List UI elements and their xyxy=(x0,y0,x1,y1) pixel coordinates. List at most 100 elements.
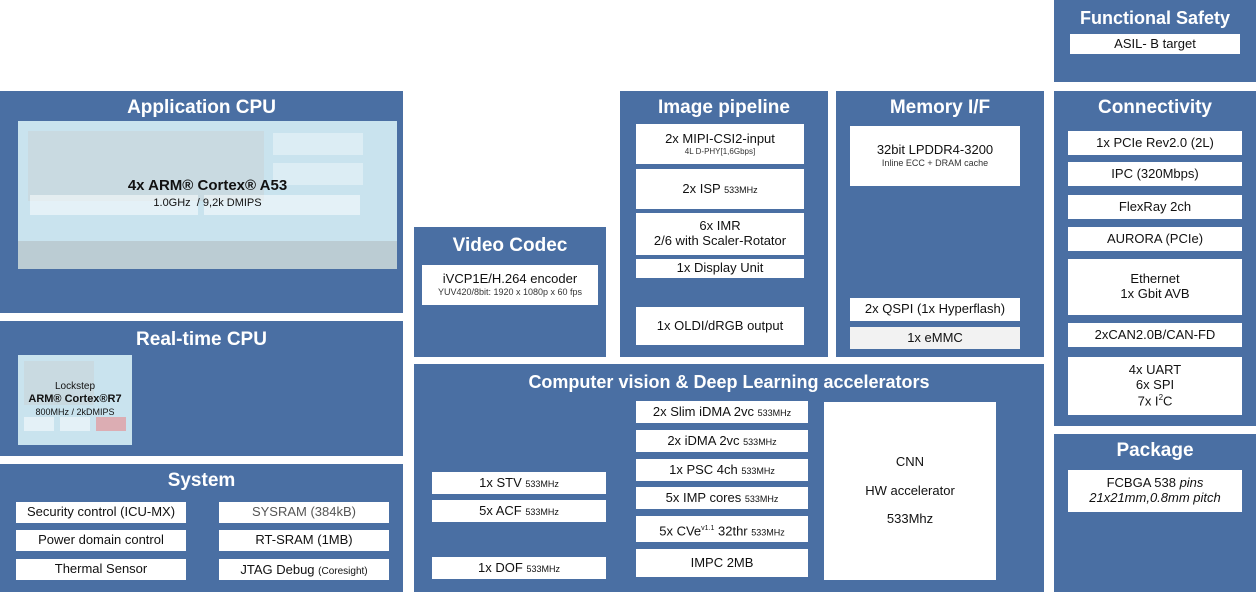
image-pipeline-title: Image pipeline xyxy=(658,97,790,118)
idma-box: 2x iDMA 2vc 533MHz xyxy=(636,430,808,452)
l1-cache-shade xyxy=(30,195,198,215)
h264-encoder-label: iVCP1E/H.264 encoder xyxy=(442,271,578,287)
r7-cache-shade-2 xyxy=(60,417,90,431)
psc-label: 1x PSC 4ch xyxy=(669,462,742,477)
cortex-a53-spec: 1.0GHz / 9,2k DMIPS xyxy=(153,197,262,209)
dof-box: 1x DOF 533MHz xyxy=(432,557,606,579)
stv-box: 1x STV 533MHz xyxy=(432,472,606,494)
system-title: System xyxy=(167,470,236,491)
imr-scaler-label: 2/6 with Scaler-Rotator xyxy=(653,233,787,248)
lockstep-label: Lockstep xyxy=(54,381,96,392)
mipi-csi2-label: 2x MIPI-CSI2-input xyxy=(665,130,775,146)
neon-shade xyxy=(273,133,363,155)
application-cpu-panel: Application CPU 4x ARM® Cortex® A53 1.0G… xyxy=(0,91,403,313)
emmc-box: 1x eMMC xyxy=(850,327,1020,349)
ethernet-box: Ethernet 1x Gbit AVB xyxy=(1068,259,1242,315)
package-box: FCBGA 538 pins 21x21mm,0.8mm pitch xyxy=(1068,470,1242,512)
stv-freq: 533MHz xyxy=(525,479,559,489)
h264-encoder-spec: YUV420/8bit: 1920 x 1080p x 60 fps xyxy=(437,287,583,298)
cortex-a53-block: 4x ARM® Cortex® A53 1.0GHz / 9,2k DMIPS xyxy=(18,121,397,269)
realtime-cpu-title: Real-time CPU xyxy=(136,329,267,350)
jtag-label: JTAG Debug xyxy=(240,562,319,577)
uart-label: 4x UART xyxy=(1128,361,1182,377)
functional-safety-title: Functional Safety xyxy=(1079,8,1231,28)
imr-label: 6x IMR xyxy=(699,218,741,234)
coresight-label: (Coresight) xyxy=(318,566,368,577)
cnn-accelerator-box: CNN HW accelerator 533Mhz xyxy=(824,402,996,580)
gbit-avb-label: 1x Gbit AVB xyxy=(1120,286,1190,301)
rt-sram-label: RT-SRAM (1MB) xyxy=(255,532,353,548)
ethernet-label: Ethernet xyxy=(1130,271,1180,287)
memory-if-title: Memory I/F xyxy=(889,97,991,118)
cortex-r7-block: Lockstep ARM® Cortex®R7 800MHz / 2kDMIPS xyxy=(18,355,132,445)
imp-cores-box: 5x IMP cores 533MHz xyxy=(636,487,808,509)
cve-version: v1.1 xyxy=(701,525,715,532)
dof-label: 1x DOF xyxy=(478,560,527,575)
impc-box: IMPC 2MB xyxy=(636,549,808,577)
mipi-csi2-box: 2x MIPI-CSI2-input 4L D-PHY[1,6Gbps] xyxy=(636,124,804,164)
hw-accelerator-label: HW accelerator xyxy=(865,482,955,498)
r7-cache-shade-1 xyxy=(24,417,54,431)
cve-box: 5x CVev1.1 32thr 533MHz xyxy=(636,516,808,542)
dof-freq: 533MHz xyxy=(526,564,560,574)
sysram-label: SYSRAM (384kB) xyxy=(251,504,357,520)
fcbga-label: FCBGA 538 pins xyxy=(1106,475,1204,491)
idma-label: 2x iDMA 2vc xyxy=(667,433,744,448)
fcbga-text: FCBGA 538 xyxy=(1106,475,1180,491)
slim-idma-label: 2x Slim iDMA 2vc xyxy=(652,404,758,419)
display-unit-box: 1x Display Unit xyxy=(636,259,804,278)
h264-encoder-box: iVCP1E/H.264 encoder YUV420/8bit: 1920 x… xyxy=(422,265,598,305)
aurora-box: AURORA (PCIe) xyxy=(1068,227,1242,251)
connectivity-title: Connectivity xyxy=(1097,97,1213,118)
pcie-box: 1x PCIe Rev2.0 (2L) xyxy=(1068,131,1242,155)
r7-core-shade xyxy=(24,361,94,405)
r7-red-shade xyxy=(96,417,126,431)
package-panel: Package FCBGA 538 pins 21x21mm,0.8mm pit… xyxy=(1054,434,1256,592)
oldi-output-box: 1x OLDI/dRGB output xyxy=(636,307,804,345)
psc-freq: 533MHz xyxy=(741,466,775,476)
slim-idma-box: 2x Slim iDMA 2vc 533MHz xyxy=(636,401,808,423)
security-control-box: Security control (ICU-MX) xyxy=(16,502,186,523)
ipc-box: IPC (320Mbps) xyxy=(1068,162,1242,186)
serial-interfaces-box: 4x UART 6x SPI 7x I2C xyxy=(1068,357,1242,415)
lpddr4-label: 32bit LPDDR4-3200 xyxy=(876,142,994,158)
acf-box: 5x ACF 533MHz xyxy=(432,500,606,522)
package-size-label: 21x21mm,0.8mm pitch xyxy=(1089,490,1221,505)
qspi-box: 2x QSPI (1x Hyperflash) xyxy=(850,298,1020,321)
slim-idma-freq: 533MHz xyxy=(757,408,792,418)
l2-cache-shade xyxy=(18,241,397,269)
asil-b-box: ASIL- B target xyxy=(1070,34,1240,54)
pins-text: pins xyxy=(1179,475,1204,491)
cortex-r7-spec: 800MHz / 2kDMIPS xyxy=(35,407,115,417)
cve-threads: 32thr xyxy=(714,523,752,539)
video-codec-title: Video Codec xyxy=(452,235,568,256)
cv-dl-panel: Computer vision & Deep Learning accelera… xyxy=(414,364,1044,592)
fpu-shade xyxy=(273,163,363,185)
sysram-box: SYSRAM (384kB) xyxy=(219,502,389,523)
imp-cores-label: 5x IMP cores xyxy=(665,490,745,505)
idma-freq: 533MHz xyxy=(743,437,777,447)
power-domain-box: Power domain control xyxy=(16,530,186,551)
acf-label: 5x ACF xyxy=(479,503,526,518)
i2c-suffix: C xyxy=(1163,393,1173,409)
psc-box: 1x PSC 4ch 533MHz xyxy=(636,459,808,481)
cnn-label: CNN xyxy=(895,453,925,469)
imr-box: 6x IMR 2/6 with Scaler-Rotator xyxy=(636,213,804,255)
application-cpu-title: Application CPU xyxy=(127,97,276,118)
cnn-freq-label: 533Mhz xyxy=(886,511,934,527)
rt-sram-box: RT-SRAM (1MB) xyxy=(219,530,389,551)
l1-dcache-shade xyxy=(204,195,360,215)
system-panel: System Security control (ICU-MX) Power d… xyxy=(0,464,403,592)
i2c-prefix: 7x I xyxy=(1137,393,1159,409)
i2c-label: 7x I2C xyxy=(1138,393,1173,409)
i2c-sup: 2 xyxy=(1158,392,1164,402)
isp-box: 2x ISP 533MHz xyxy=(636,169,804,209)
flexray-box: FlexRay 2ch xyxy=(1068,195,1242,219)
stv-label: 1x STV xyxy=(479,475,526,490)
thermal-sensor-box: Thermal Sensor xyxy=(16,559,186,580)
cortex-r7-label: ARM® Cortex®R7 xyxy=(28,393,122,405)
realtime-cpu-panel: Real-time CPU Lockstep ARM® Cortex®R7 80… xyxy=(0,321,403,456)
isp-freq: 533MHz xyxy=(724,185,758,195)
acf-freq: 533MHz xyxy=(525,507,559,517)
package-title: Package xyxy=(1116,440,1194,461)
